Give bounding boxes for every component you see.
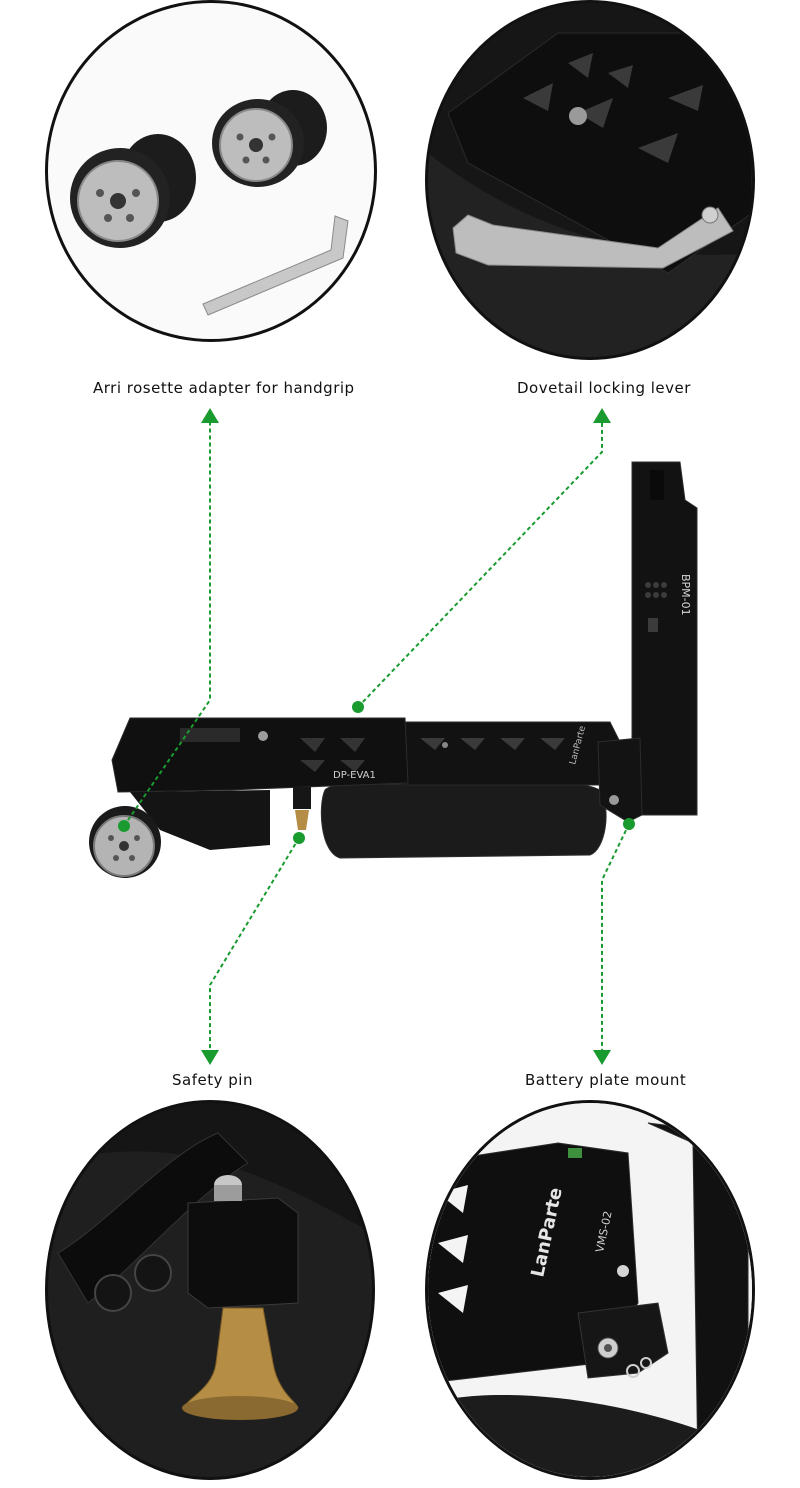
leader-line-rosette <box>123 420 211 827</box>
arrow-down-battery-mount <box>593 1050 611 1065</box>
callout-dot-lever <box>352 701 364 713</box>
callout-safety-pin-label: Safety pin <box>172 1071 253 1089</box>
arrow-down-safety-pin <box>201 1050 219 1065</box>
leader-line-battery-mount <box>601 823 630 1050</box>
arrow-up-lever <box>593 408 611 423</box>
rosette-adapter-left <box>70 134 196 248</box>
arrow-up-rosette <box>201 408 219 423</box>
battery-plate: BPM-01 <box>631 461 698 816</box>
lever-detail-photo <box>425 0 755 360</box>
leader-line-lever <box>357 420 603 708</box>
battery-model-engraving: BPM-01 <box>679 574 692 616</box>
leader-line-safety-pin <box>209 837 300 1050</box>
plate-model-engraving: DP-EVA1 <box>333 770 376 781</box>
callout-rosette-label: Arri rosette adapter for handgrip <box>93 379 355 397</box>
battery-mount-bracket <box>597 737 643 823</box>
safety-pin-detail-photo <box>45 1100 375 1480</box>
battery-mount-detail-photo: LanParte VMS-02 <box>425 1100 755 1480</box>
callout-battery-mount-label: Battery plate mount <box>525 1071 687 1089</box>
rosette-detail-photo <box>45 0 377 342</box>
shoulder-pad <box>320 776 607 859</box>
callout-dot-safety-pin <box>293 832 305 844</box>
callout-dot-battery-mount <box>623 818 635 830</box>
rosette-adapter-right <box>212 90 327 187</box>
callout-dot-rosette <box>118 820 130 832</box>
callout-lever-label: Dovetail locking lever <box>517 379 691 397</box>
